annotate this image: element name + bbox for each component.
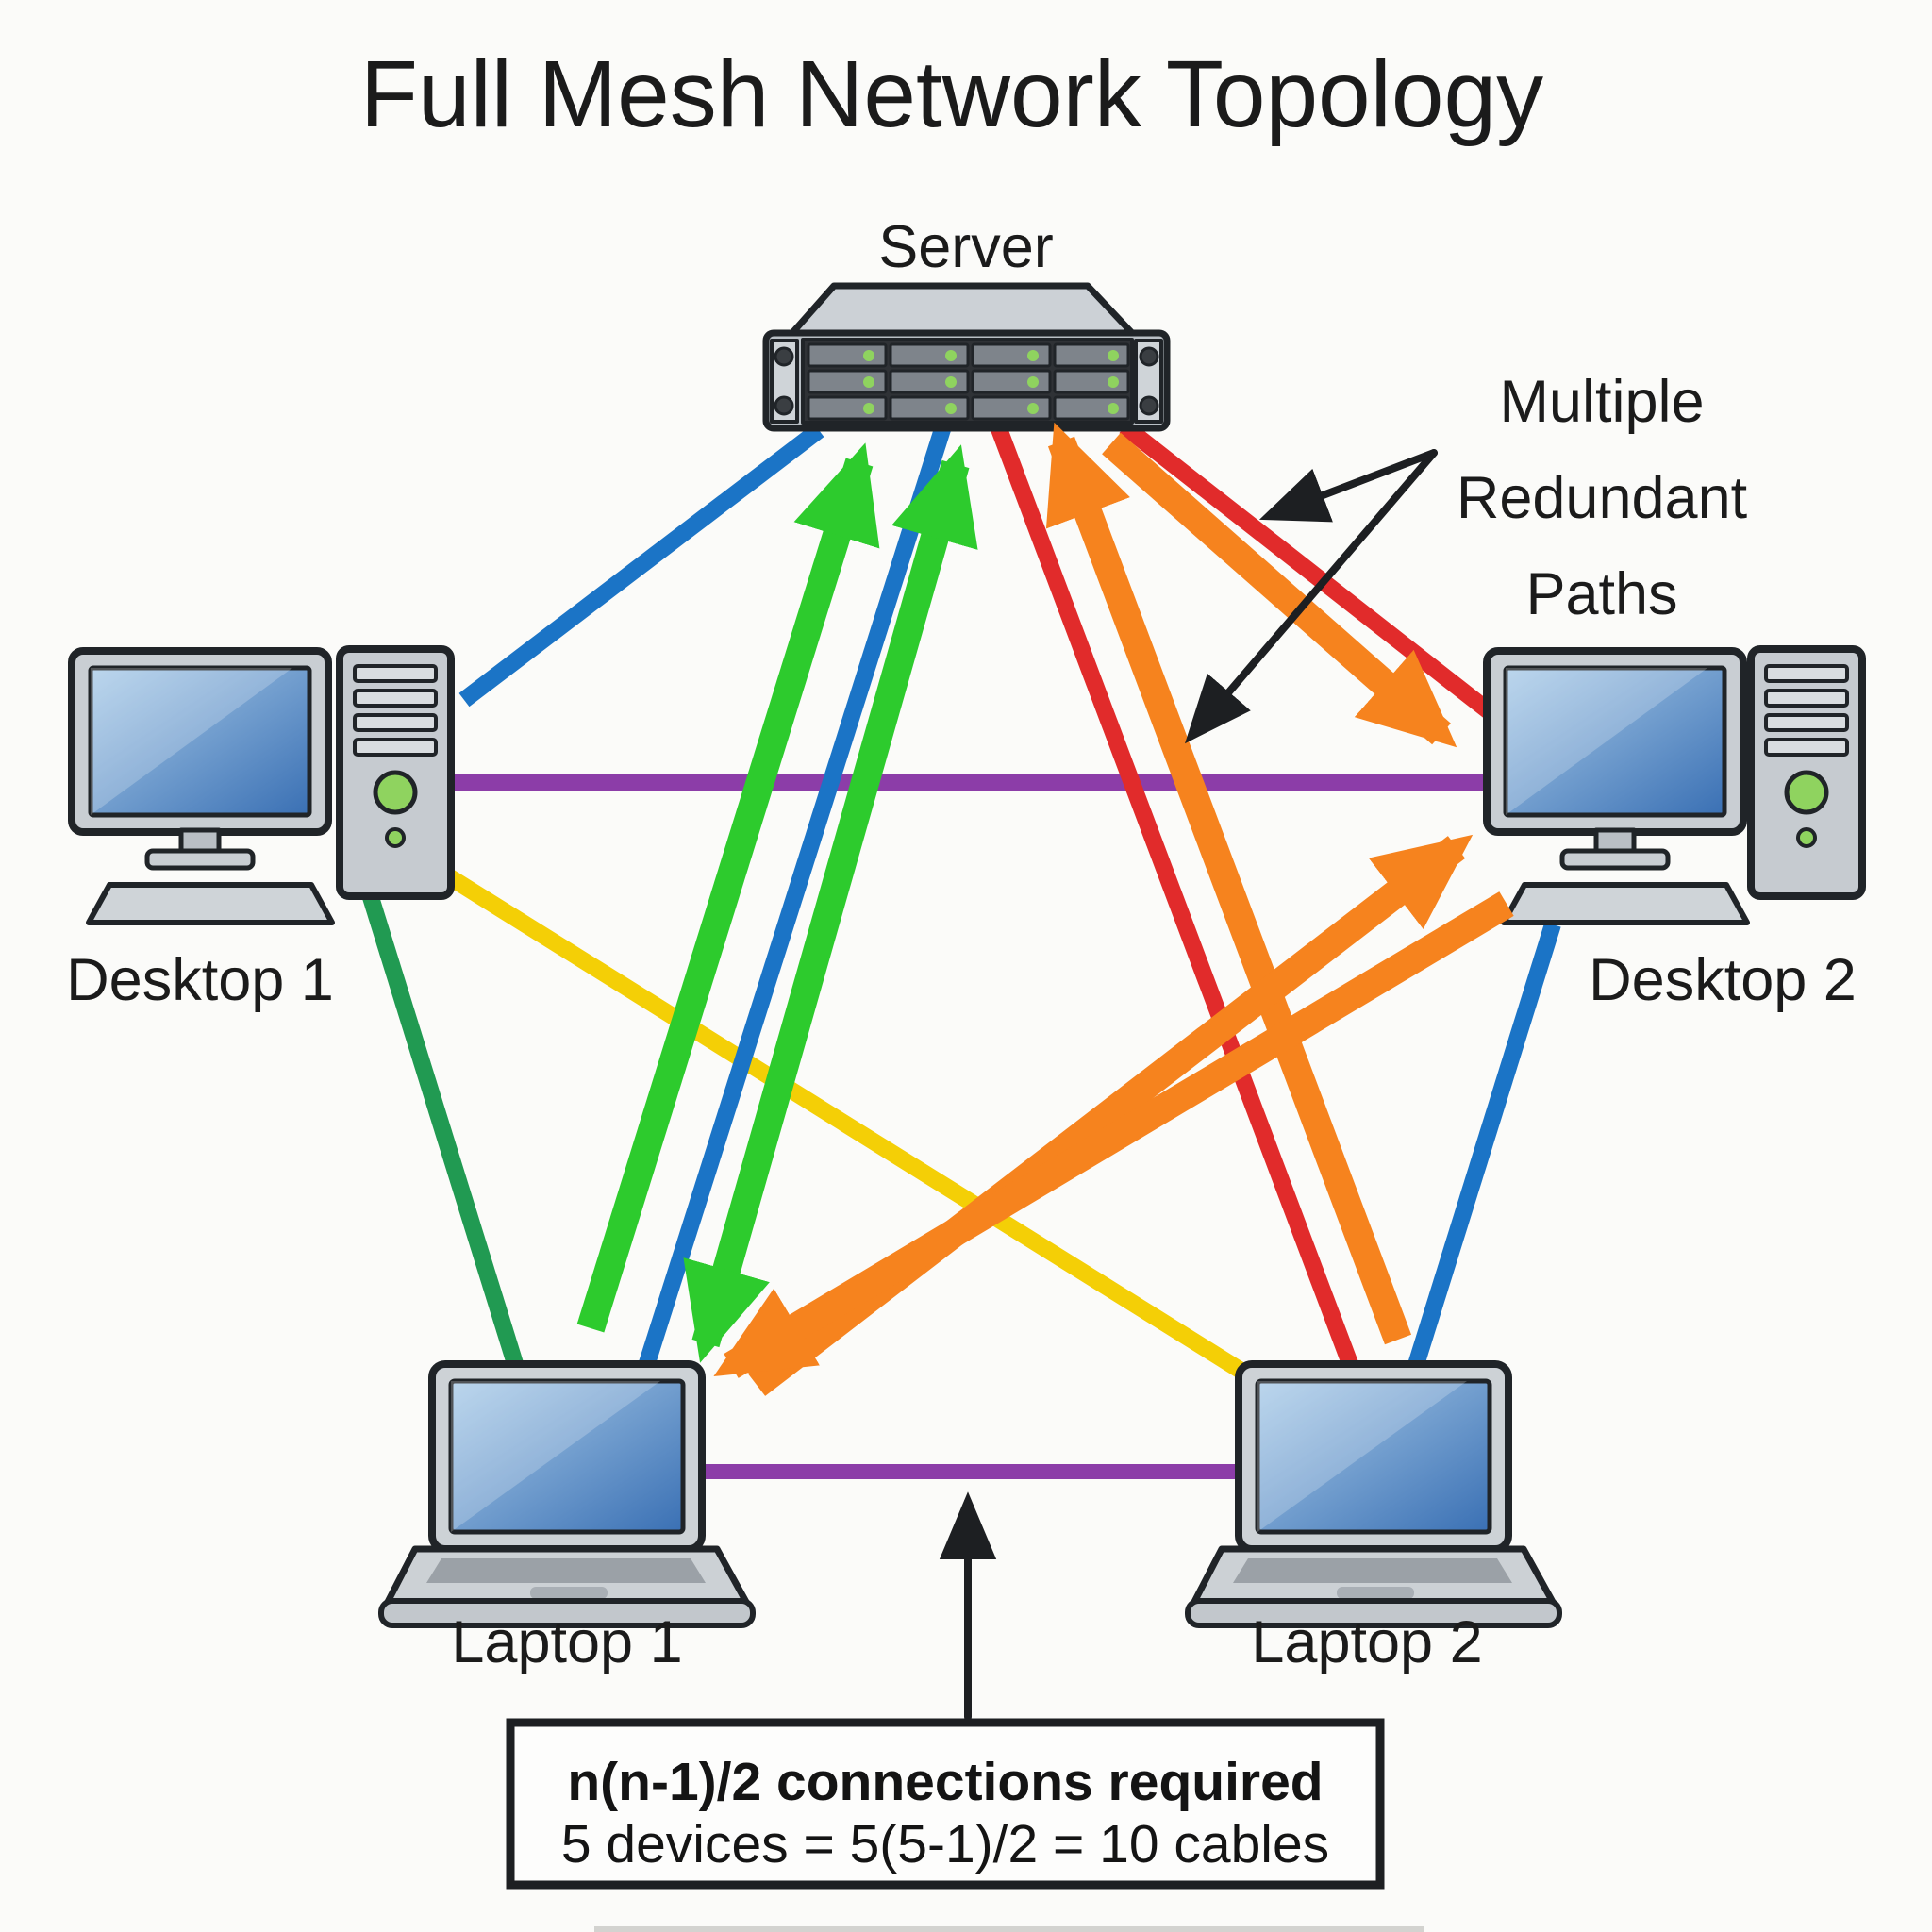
annotation-arrow-to-red-path	[1258, 449, 1438, 523]
keyboard	[86, 882, 335, 925]
drive-slot	[353, 664, 438, 683]
formula-line-2: 5 devices = 5(5-1)/2 = 10 cables	[561, 1814, 1329, 1874]
screw-icon	[1139, 346, 1159, 367]
laptop2-label: Laptop 2	[1251, 1609, 1482, 1675]
led-icon	[1796, 827, 1817, 848]
desktop2-label: Desktop 2	[1589, 947, 1857, 1013]
screw-icon	[774, 346, 794, 367]
led-icon	[1108, 376, 1119, 388]
monitor-base	[144, 848, 256, 871]
formula-box: n(n-1)/2 connections required 5 devices …	[506, 1718, 1385, 1890]
link-desktop1-laptop1	[361, 891, 525, 1373]
redundant-arrow-laptop1-server-b	[683, 444, 978, 1363]
link-server-laptop2	[990, 423, 1359, 1370]
laptop-screen	[448, 1378, 686, 1535]
desktop2-icon	[1483, 645, 1866, 925]
laptop1-label: Laptop 1	[451, 1609, 682, 1675]
formula-box-border	[506, 1718, 1385, 1890]
led-icon	[1027, 350, 1039, 361]
server-icon	[762, 282, 1171, 432]
led-icon	[863, 403, 874, 414]
screen-glare	[1506, 668, 1707, 815]
desktop1-icon	[68, 645, 455, 925]
touchpad	[1337, 1587, 1414, 1599]
drive-bay	[1053, 369, 1130, 394]
drive-bay	[1053, 395, 1130, 421]
led-icon	[1108, 403, 1119, 414]
led-icon	[1027, 403, 1039, 414]
led-icon	[945, 403, 957, 414]
diagram-title: Full Mesh Network Topology	[360, 42, 1543, 147]
led-icon	[945, 350, 957, 361]
server-label: Server	[878, 214, 1054, 280]
monitor-base	[1559, 848, 1671, 871]
led-icon	[863, 350, 874, 361]
drive-slot	[1764, 689, 1849, 708]
laptop-screen	[1255, 1378, 1492, 1535]
led-icon	[1108, 350, 1119, 361]
server-top	[787, 282, 1138, 339]
annotation-line-3: Paths	[1525, 561, 1677, 627]
annotation-line-1: Multiple	[1499, 369, 1704, 435]
laptop2-icon	[1185, 1360, 1562, 1628]
power-button	[373, 770, 418, 815]
screw-icon	[774, 395, 794, 416]
drive-bay-leds	[863, 350, 1119, 414]
screen-glare	[451, 1381, 660, 1532]
drive-slot	[353, 689, 438, 708]
monitor-screen	[1503, 665, 1727, 818]
redundant-paths-annotation: Multiple Redundant Paths	[1457, 369, 1748, 627]
laptop-front-edge	[378, 1598, 756, 1628]
laptop-keyboard	[1233, 1558, 1512, 1583]
led-icon	[863, 376, 874, 388]
redundant-arrow-laptop2-server	[1045, 422, 1412, 1345]
drive-bays	[807, 342, 1130, 421]
annotation-line-2: Redundant	[1457, 465, 1748, 531]
laptop-front-edge	[1185, 1598, 1562, 1628]
keyboard	[1501, 882, 1750, 925]
screen-glare	[91, 668, 292, 815]
screw-icon	[1139, 395, 1159, 416]
monitor-screen	[88, 665, 312, 818]
laptop1-icon	[378, 1360, 756, 1628]
link-desktop2-laptop2	[1407, 922, 1561, 1371]
power-button	[1784, 770, 1829, 815]
drive-slot	[1764, 664, 1849, 683]
laptop-keyboard	[426, 1558, 706, 1583]
drive-bay	[1053, 342, 1130, 368]
drive-slot	[353, 738, 438, 757]
screen-glare	[1257, 1381, 1467, 1532]
redundant-arrow-server-desktop2	[1102, 432, 1457, 748]
led-icon	[385, 827, 406, 848]
touchpad	[530, 1587, 608, 1599]
annotation-arrow-to-orange-path	[1184, 449, 1438, 744]
formula-line-1: n(n-1)/2 connections required	[567, 1752, 1323, 1812]
drive-slot	[1764, 738, 1849, 757]
drive-slot	[1764, 713, 1849, 732]
desktop1-label: Desktop 1	[66, 947, 334, 1013]
scan-artifact	[594, 1926, 1424, 1932]
led-icon	[945, 376, 957, 388]
led-icon	[1027, 376, 1039, 388]
drive-slot	[353, 713, 438, 732]
redundant-arrow-desktop2-laptop1	[713, 891, 1514, 1378]
